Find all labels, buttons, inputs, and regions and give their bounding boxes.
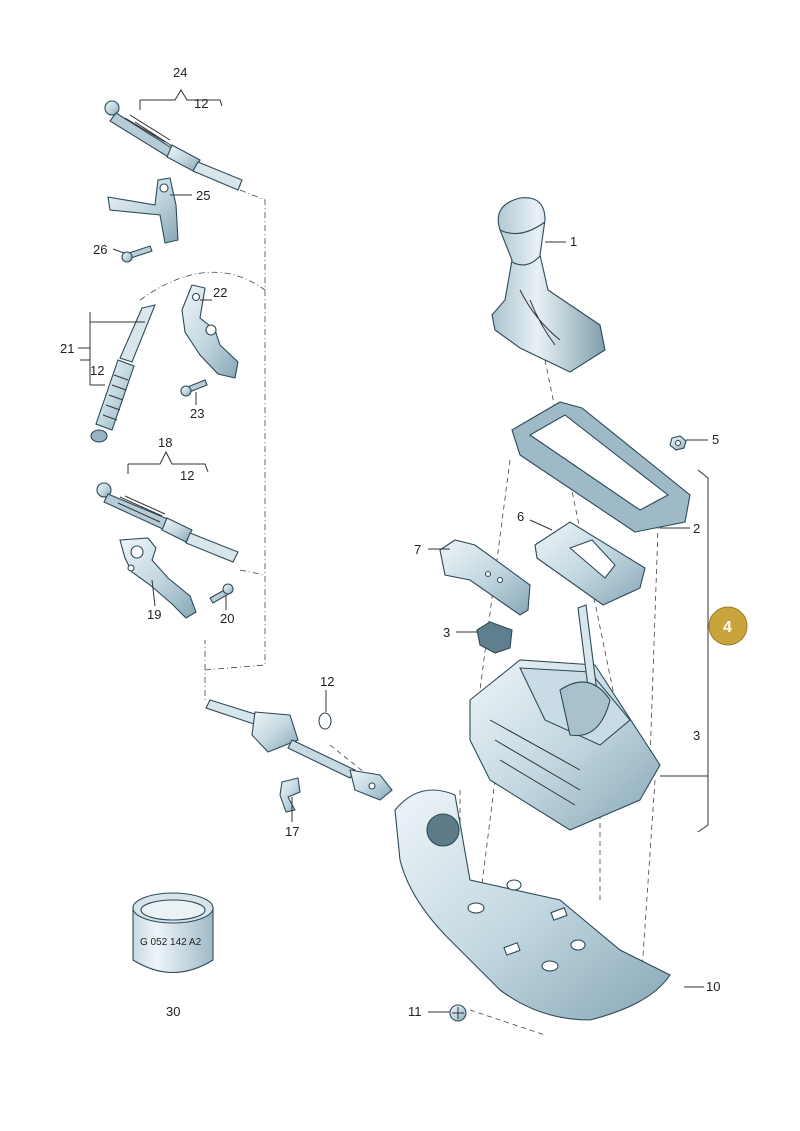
cover-6 xyxy=(534,521,646,606)
cable-24 xyxy=(104,100,243,191)
frame-2 xyxy=(511,401,691,533)
label-24: 24 xyxy=(173,65,187,80)
label-1: 1 xyxy=(570,234,577,249)
label-12-cable: 12 xyxy=(320,674,334,689)
label-5: 5 xyxy=(712,432,719,447)
label-7: 7 xyxy=(414,542,421,557)
clip-17 xyxy=(279,777,301,813)
label-23: 23 xyxy=(190,406,204,421)
strut-21 xyxy=(90,304,156,443)
label-17: 17 xyxy=(285,824,299,839)
shifter-housing-3 xyxy=(469,604,661,831)
leader-lines xyxy=(78,89,708,1013)
label-21: 21 xyxy=(60,341,74,356)
callout-labels: 24 12 25 26 22 21 12 23 18 12 19 20 12 1… xyxy=(60,65,720,1019)
label-30: 30 xyxy=(166,1004,180,1019)
label-12-mid: 12 xyxy=(180,468,194,483)
o-ring-12 xyxy=(318,712,332,730)
switch-unit-7 xyxy=(439,539,531,616)
label-22: 22 xyxy=(213,285,227,300)
nut-5 xyxy=(669,435,687,451)
label-3-housing: 3 xyxy=(693,728,700,743)
bolt-26 xyxy=(121,245,153,263)
label-12-strut: 12 xyxy=(90,363,104,378)
cable-18 xyxy=(96,482,239,563)
group-bracket xyxy=(697,469,709,833)
base-plate-10 xyxy=(394,789,671,1021)
gear-knob-1 xyxy=(491,197,606,373)
label-20: 20 xyxy=(220,611,234,626)
label-26: 26 xyxy=(93,242,107,257)
screw-11 xyxy=(449,1004,467,1022)
bolt-23 xyxy=(180,379,208,397)
label-25: 25 xyxy=(196,188,210,203)
bracket-25 xyxy=(107,177,179,244)
bolt-20 xyxy=(209,583,234,604)
bracket-22 xyxy=(181,284,239,379)
label-6: 6 xyxy=(517,509,524,524)
bracket-19 xyxy=(119,537,197,619)
label-10: 10 xyxy=(706,979,720,994)
label-18: 18 xyxy=(158,435,172,450)
grease-tin-30 xyxy=(132,892,214,974)
sensor-3 xyxy=(476,621,513,654)
badge-label: 4 xyxy=(723,619,732,636)
grease-tin-label: G 052 142 A2 xyxy=(140,937,202,948)
selector-cable xyxy=(205,699,393,801)
label-2: 2 xyxy=(693,521,700,536)
label-11: 11 xyxy=(408,1004,422,1019)
label-3-sensor: 3 xyxy=(443,625,450,640)
label-19: 19 xyxy=(147,607,161,622)
group-badge-4[interactable]: 4 xyxy=(708,606,748,646)
label-12-top: 12 xyxy=(194,96,208,111)
